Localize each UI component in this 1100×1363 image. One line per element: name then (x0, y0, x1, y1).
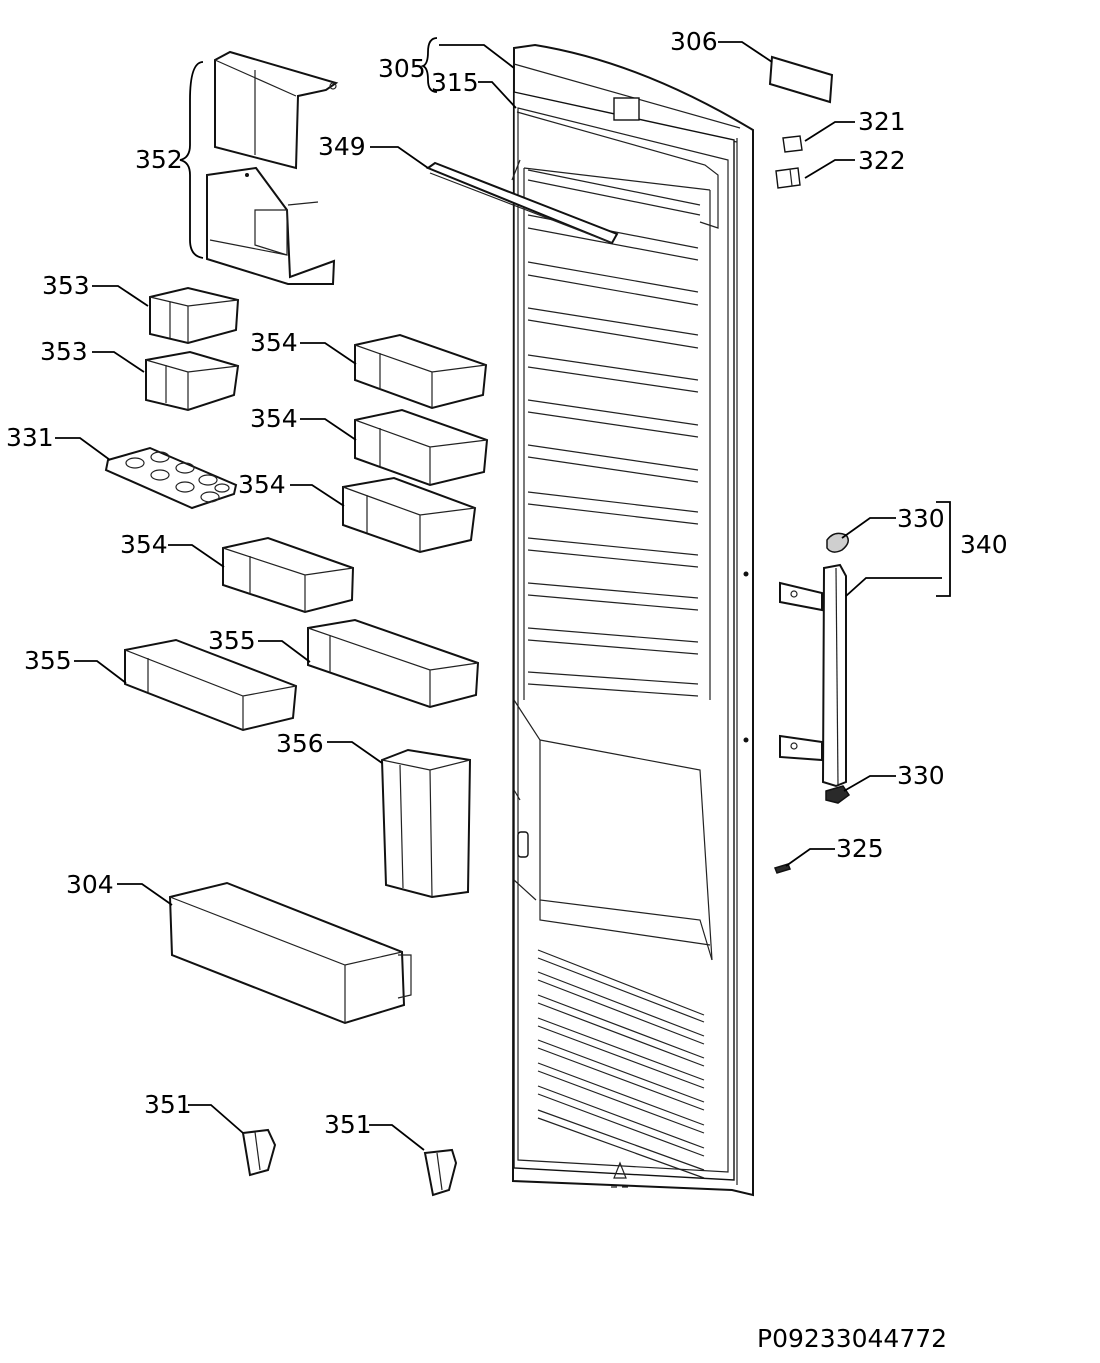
part-322-cover (775, 167, 801, 189)
part-351-clip-left (241, 1128, 277, 1177)
label-353-lower: 353 (40, 337, 88, 366)
label-305: 305 (378, 54, 426, 83)
bracket-340 (936, 501, 951, 597)
label-355-right: 355 (208, 626, 256, 655)
part-321-cover (782, 135, 803, 153)
label-322: 322 (858, 146, 906, 175)
door-hinge-clip (517, 831, 529, 858)
part-number-code: P09233044772 (757, 1324, 947, 1353)
part-304-bottom-shelf (168, 881, 412, 1025)
part-355-long-bin-left (124, 638, 298, 732)
part-356-tall-bin (380, 748, 472, 899)
label-340: 340 (960, 530, 1008, 559)
label-356: 356 (276, 729, 324, 758)
part-351-clip-right (423, 1148, 458, 1197)
label-330-bottom: 330 (897, 761, 945, 790)
part-labels: 306 305 315 321 322 352 349 353 353 354 … (6, 27, 1008, 1353)
part-352-basket (206, 166, 336, 285)
part-353-bin-upper (149, 286, 240, 345)
part-331-egg-tray (104, 446, 238, 510)
label-325: 325 (836, 834, 884, 863)
label-354-3: 354 (238, 470, 286, 499)
label-352: 352 (135, 145, 183, 174)
part-354-bin-4 (222, 536, 355, 614)
door-latch-slot (613, 97, 640, 121)
part-354-bin-1 (354, 333, 488, 410)
label-351-right: 351 (324, 1110, 372, 1139)
part-306-label-plate (768, 55, 834, 104)
label-349: 349 (318, 132, 366, 161)
leader-lines (55, 37, 942, 1151)
part-354-bin-2 (354, 408, 489, 487)
label-304: 304 (66, 870, 114, 899)
label-354-2: 354 (250, 404, 298, 433)
label-351-left: 351 (144, 1090, 192, 1119)
part-352-lid (214, 50, 339, 170)
label-354-4: 354 (120, 530, 168, 559)
part-353-bin-lower (145, 350, 240, 412)
label-330-top: 330 (897, 504, 945, 533)
label-331: 331 (6, 423, 54, 452)
label-355-left: 355 (24, 646, 72, 675)
label-353-upper: 353 (42, 271, 90, 300)
part-340-handle (779, 563, 847, 788)
door-panel (511, 43, 754, 1197)
brace-352 (179, 61, 204, 259)
part-354-bin-3 (342, 476, 477, 554)
label-321: 321 (858, 107, 906, 136)
label-306: 306 (670, 27, 718, 56)
part-355-long-bin-right (307, 618, 480, 709)
part-330-end-cap-bottom (825, 785, 851, 804)
label-315: 315 (431, 68, 479, 97)
part-349-shelf-bar (425, 161, 619, 245)
label-354-1: 354 (250, 328, 298, 357)
